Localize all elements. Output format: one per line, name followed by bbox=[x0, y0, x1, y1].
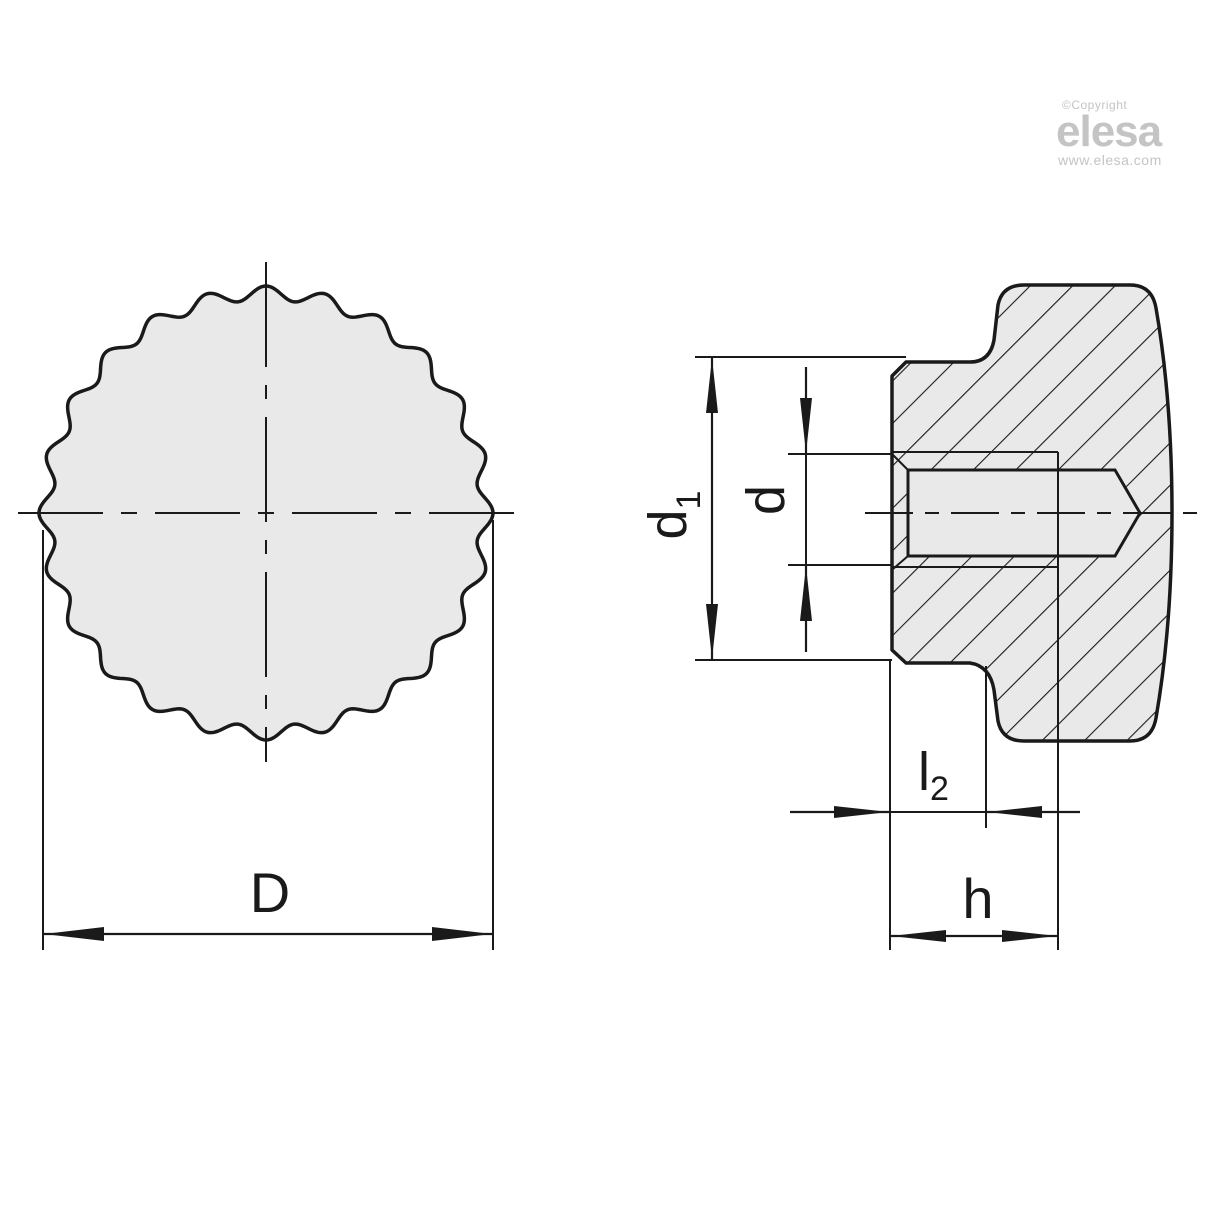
elesa-logo: ©Copyright elesa www.elesa.com bbox=[1054, 98, 1204, 168]
dimension-label-h: h bbox=[962, 867, 993, 930]
copyright-text: ©Copyright bbox=[1062, 98, 1128, 112]
front-view: D bbox=[18, 262, 516, 950]
dimension-label-D: D bbox=[250, 861, 290, 924]
hole-chamfer-bottom bbox=[892, 555, 909, 570]
brand-name: elesa bbox=[1056, 107, 1162, 156]
dimension-label-d1: d1 bbox=[638, 491, 708, 540]
cross-section-view: d1 d l2 h bbox=[638, 283, 1200, 950]
dimension-label-l2: l2 bbox=[918, 742, 949, 808]
hole-chamfer-top bbox=[892, 454, 909, 471]
website-url: www.elesa.com bbox=[1058, 152, 1162, 168]
dimension-label-d: d bbox=[736, 485, 796, 515]
